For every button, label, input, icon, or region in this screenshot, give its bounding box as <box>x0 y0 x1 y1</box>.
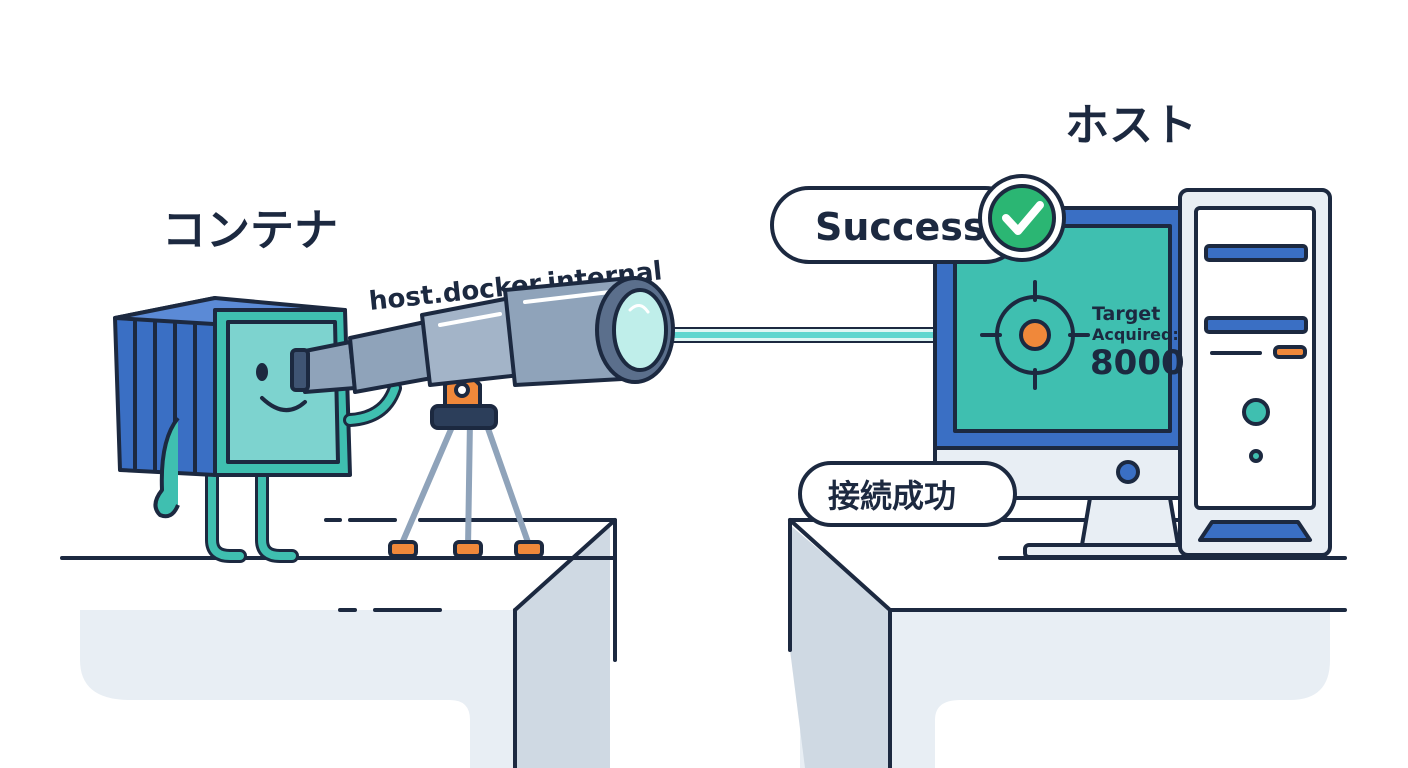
host-label: ホスト <box>1065 100 1197 151</box>
success-badge: Success <box>770 186 1024 264</box>
success-text: Success <box>815 205 985 249</box>
port-number: 8000 <box>1090 343 1185 383</box>
target-crosshair-icon <box>980 280 1090 390</box>
host-computer <box>933 188 1332 559</box>
target-label-line2: Acquired: <box>1092 325 1179 344</box>
container-character <box>113 296 402 563</box>
target-label-line1: Target <box>1092 303 1160 325</box>
container-label: コンテナ <box>162 205 338 256</box>
telescope <box>290 276 675 558</box>
connection-success-text: 接続成功 <box>828 477 956 515</box>
connection-success-badge: 接続成功 <box>798 461 1017 527</box>
left-ledge <box>60 518 617 768</box>
checkmark-icon <box>978 174 1066 262</box>
